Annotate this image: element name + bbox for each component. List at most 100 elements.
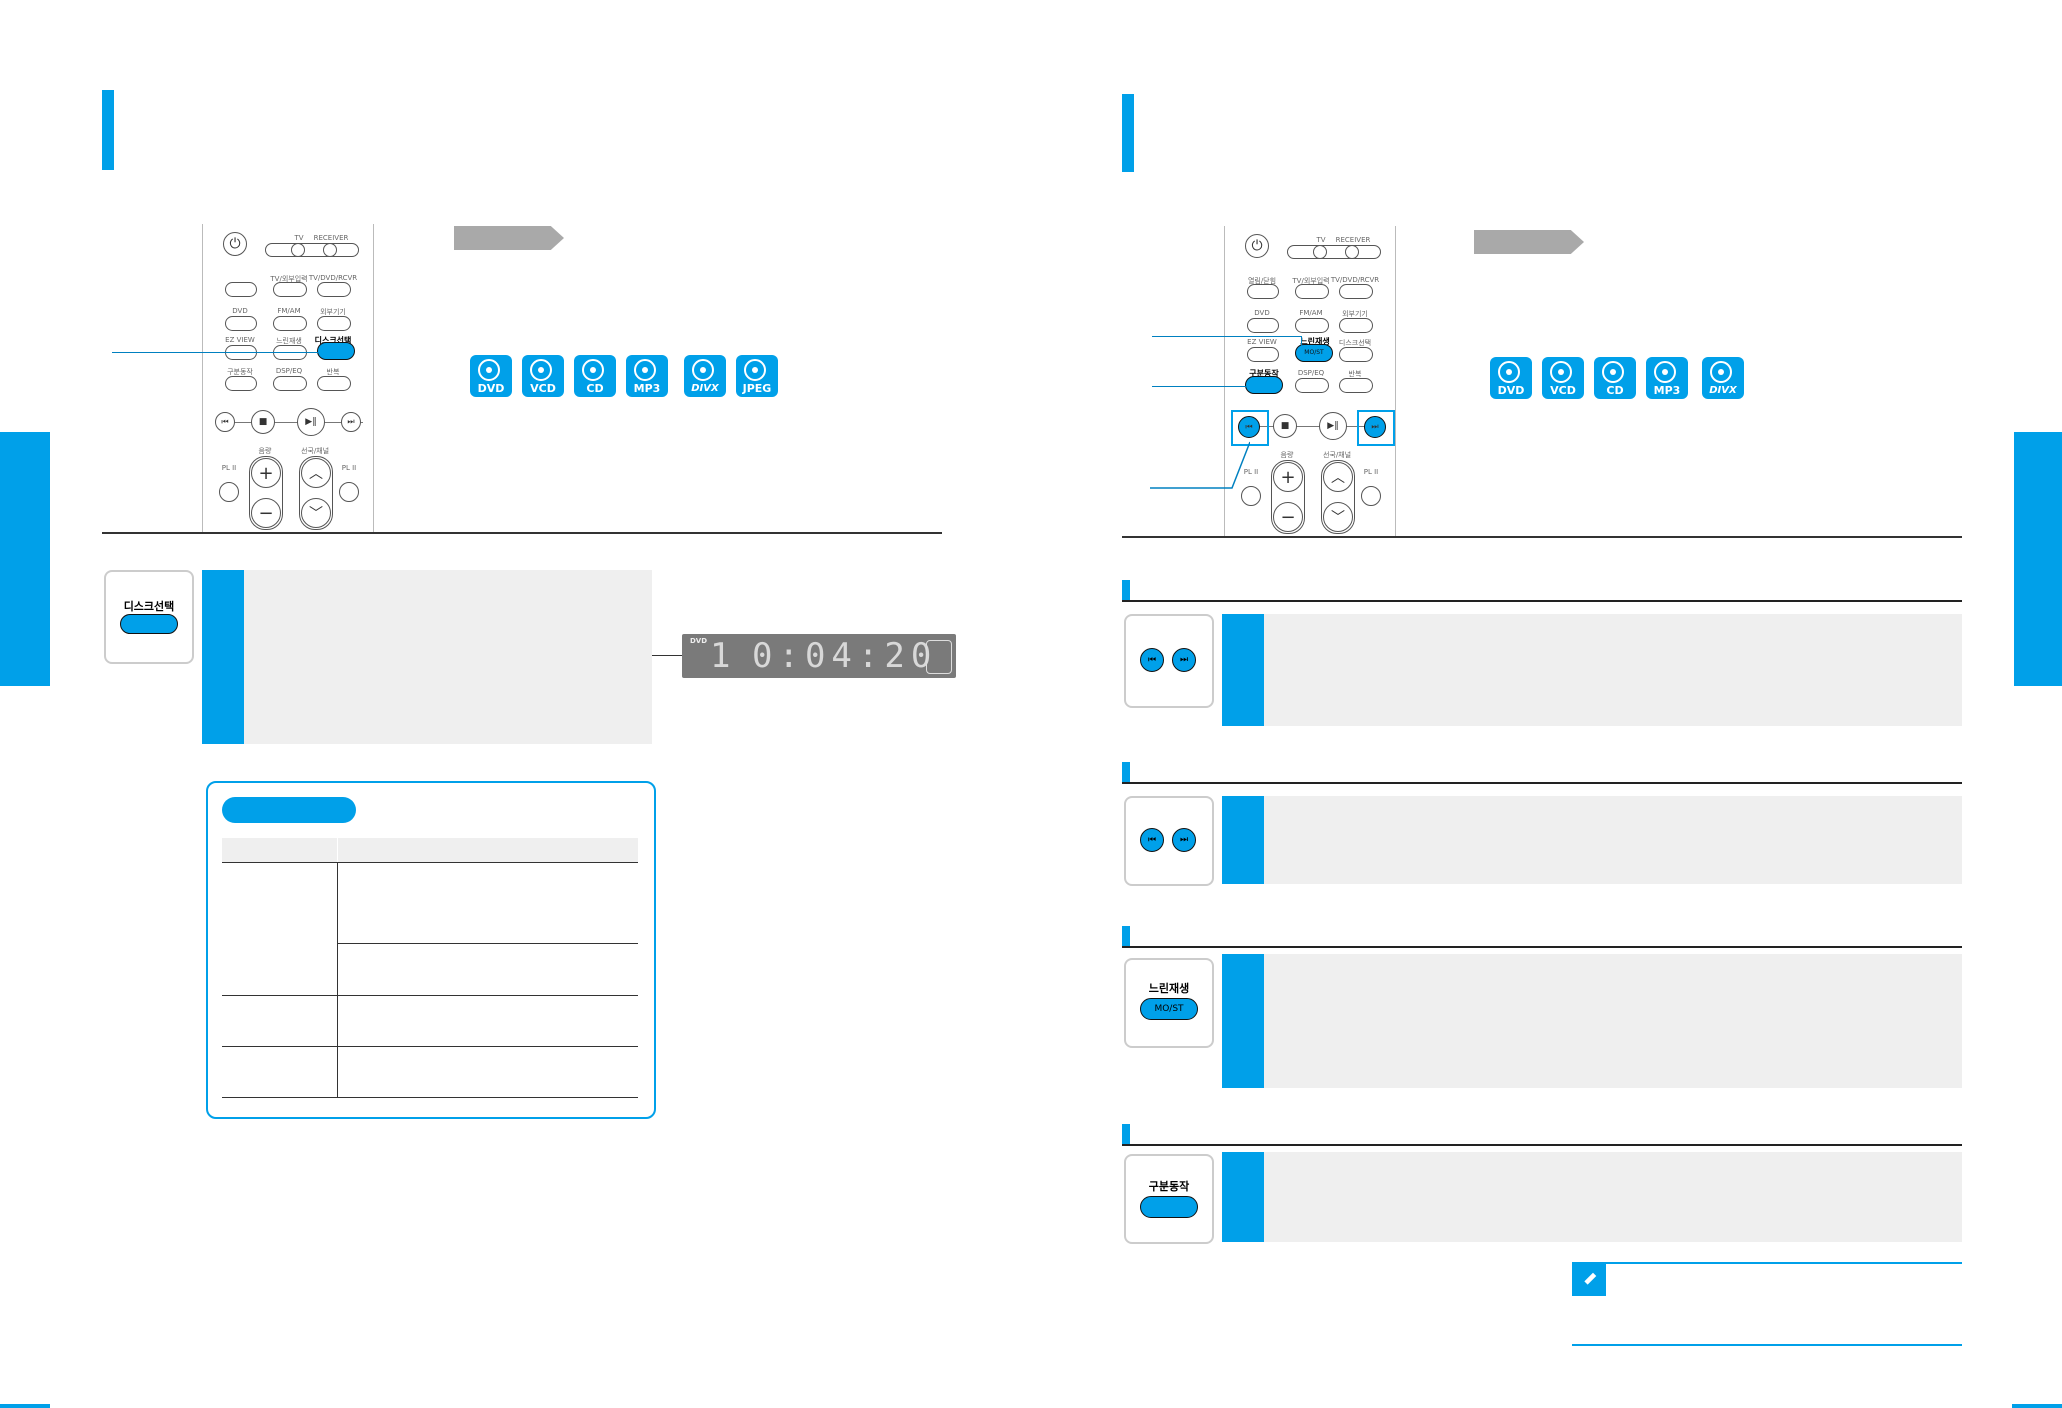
slow-key-box: 느린재생 MO/ST (1124, 958, 1214, 1048)
eject-button[interactable] (225, 282, 257, 297)
dsp-button[interactable] (273, 376, 307, 391)
mp3-disc-icon: MP3 (1646, 357, 1688, 399)
pl-left-button[interactable] (1241, 486, 1261, 506)
tuning-up-button[interactable]: ︿ (1323, 462, 1353, 492)
tuning-down-button[interactable]: ﹀ (1323, 502, 1353, 532)
aux-button[interactable] (317, 316, 351, 331)
disc-select-key-box: 디스크선택 (104, 570, 194, 664)
instruction-panel-4 (1222, 1152, 1962, 1242)
step-button[interactable] (1245, 376, 1283, 394)
repeat-button[interactable] (1339, 378, 1373, 393)
remote-control-left: ⏻ TV RECEIVER TV/외부입력 TV/DVD/RCVR DVD FM… (202, 224, 374, 532)
dsp-button[interactable] (1295, 378, 1329, 393)
pl-right-button[interactable] (339, 482, 359, 502)
skip-forward-highlight (1357, 410, 1395, 446)
disc-select-label: 디스크선택 (314, 336, 352, 345)
volume-up-button[interactable]: + (251, 458, 281, 488)
fmam-button[interactable] (1295, 318, 1329, 333)
receiver-label: RECEIVER (1335, 236, 1371, 244)
stop-button[interactable]: ■ (1273, 414, 1297, 438)
eject-button[interactable] (1247, 284, 1279, 299)
skip-back-key[interactable]: ⏮ (1140, 828, 1164, 852)
table-row-line-2 (338, 943, 638, 944)
tv-input-button[interactable] (1295, 284, 1329, 299)
callout-line-step (1152, 386, 1246, 387)
cd-disc-icon: CD (1594, 357, 1636, 399)
disc-select-button[interactable] (1339, 347, 1373, 362)
tv-input-button[interactable] (273, 282, 307, 297)
table-column-divider-header (337, 838, 338, 862)
dvd-button[interactable] (225, 316, 257, 331)
skip-forward-key[interactable]: ⏭ (1172, 648, 1196, 672)
pencil-icon (1581, 1271, 1598, 1288)
skip-back-button[interactable]: ⏮ (215, 412, 235, 432)
instruction-panel-left (202, 570, 652, 744)
disc-select-key[interactable] (120, 614, 178, 634)
volume-up-button[interactable]: + (1273, 462, 1303, 492)
tv-dvd-button[interactable] (317, 282, 351, 297)
skip-forward-key[interactable]: ⏭ (1172, 828, 1196, 852)
skip-key-box: ⏮ ⏭ (1124, 614, 1214, 708)
aux-button[interactable] (1339, 318, 1373, 333)
note-icon-box (1572, 1264, 1606, 1296)
tuning-down-button[interactable]: ﹀ (301, 498, 331, 528)
tv-input-label: TV/외부입력 (1292, 277, 1330, 285)
instruction-panel-3 (1222, 954, 1962, 1088)
vcd-disc-icon: VCD (1542, 357, 1584, 399)
dvd-disc-icon: DVD (470, 355, 512, 397)
skip-back-key[interactable]: ⏮ (1140, 648, 1164, 672)
tv-dvd-label: TV/DVD/RCVR (308, 274, 358, 282)
tuning-label: 선국/채널 (300, 447, 330, 455)
table-header-row (222, 838, 638, 862)
power-button[interactable]: ⏻ (223, 232, 247, 256)
table-row-line-3 (222, 995, 638, 996)
stop-button[interactable]: ■ (251, 410, 275, 434)
play-pause-button[interactable]: ▶‖ (1319, 412, 1347, 440)
ezview-button[interactable] (1247, 347, 1279, 362)
table-row-line-5 (222, 1097, 638, 1098)
skip-forward-button[interactable]: ⏭ (341, 412, 361, 432)
power-button[interactable]: ⏻ (1245, 234, 1269, 258)
volume-down-button[interactable]: − (251, 498, 281, 528)
pl-right-button[interactable] (1361, 486, 1381, 506)
volume-down-button[interactable]: − (1273, 502, 1303, 532)
slow-button[interactable]: MO/ST (1295, 344, 1333, 362)
tv-mode-dot[interactable] (291, 243, 305, 257)
compatible-disc-tag-right (1474, 230, 1584, 254)
skip-back-button[interactable]: ⏮ (1238, 416, 1260, 438)
mode-switch[interactable] (1287, 245, 1381, 259)
note-bottom-line (1572, 1344, 1962, 1346)
receiver-mode-dot[interactable] (323, 243, 337, 257)
slow-label: 느린재생 (276, 337, 302, 345)
callout-line-skip (1150, 441, 1250, 489)
fmam-button[interactable] (273, 316, 307, 331)
play-pause-button[interactable]: ▶‖ (297, 408, 325, 436)
pl-left-label: PL II (221, 464, 237, 472)
display-mode-tag: DVD (690, 637, 708, 645)
fmam-label: FM/AM (277, 307, 301, 315)
page-corner-left (0, 1404, 50, 1408)
slow-key-label: 느린재생 (1148, 982, 1190, 995)
table-column-divider (337, 838, 338, 1097)
ezview-label: EZ VIEW (1247, 338, 1277, 346)
transport-line (223, 422, 363, 423)
tv-dvd-button[interactable] (1339, 284, 1373, 299)
volume-label: 음량 (258, 447, 272, 455)
step-button[interactable] (225, 376, 257, 391)
mode-switch[interactable] (265, 243, 359, 257)
step-key[interactable] (1140, 1196, 1198, 1218)
receiver-mode-dot[interactable] (1345, 245, 1359, 259)
dvd-button[interactable] (1247, 318, 1279, 333)
pl-left-label: PL II (1243, 468, 1259, 476)
disc-select-button[interactable] (317, 342, 355, 360)
repeat-button[interactable] (317, 376, 351, 391)
tuning-up-button[interactable]: ︿ (301, 458, 331, 488)
divx-disc-icon: DIVX (1702, 357, 1744, 399)
callout-line-left (112, 352, 318, 353)
side-tab-left (0, 432, 50, 686)
side-tab-right (2014, 432, 2062, 686)
pl-left-button[interactable] (219, 482, 239, 502)
skip-forward-button[interactable]: ⏭ (1364, 416, 1386, 438)
slow-key[interactable]: MO/ST (1140, 998, 1198, 1020)
tv-mode-dot[interactable] (1313, 245, 1327, 259)
